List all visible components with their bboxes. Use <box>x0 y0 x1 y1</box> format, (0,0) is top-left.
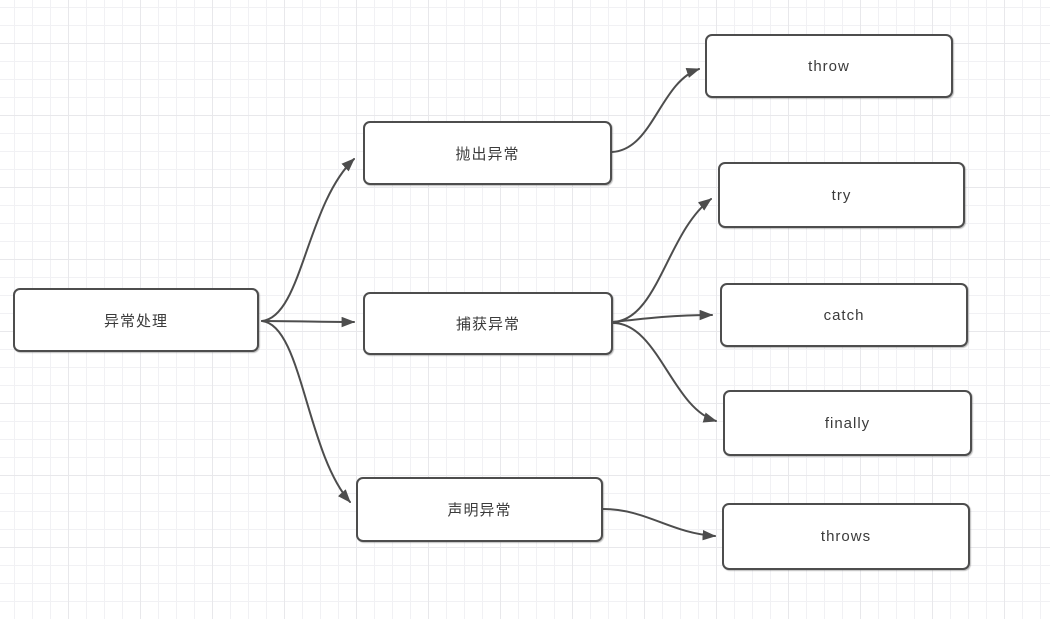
edge-root-to-throw-exception <box>261 158 355 322</box>
node-keyword-throws[interactable]: throws <box>722 503 970 570</box>
node-keyword-finally-label: finally <box>824 414 871 432</box>
node-throw-exception[interactable]: 抛出异常 <box>363 121 612 185</box>
node-keyword-try[interactable]: try <box>718 162 965 228</box>
node-declare-exception-label: 声明异常 <box>447 502 512 519</box>
node-keyword-try-label: try <box>831 186 852 204</box>
node-keyword-throw-label: throw <box>808 57 850 75</box>
node-keyword-catch-label: catch <box>823 306 865 324</box>
edge-declare-exception-to-throws <box>602 508 717 541</box>
node-catch-exception[interactable]: 捕获异常 <box>363 292 613 355</box>
node-throw-exception-label: 抛出异常 <box>455 145 520 163</box>
node-keyword-throws-label: throws <box>820 528 872 545</box>
edge-catch-exception-to-try <box>612 198 712 323</box>
node-declare-exception[interactable]: 声明异常 <box>356 477 603 542</box>
edge-throw-exception-to-throw <box>611 68 701 153</box>
edge-catch-exception-to-finally <box>612 322 718 423</box>
node-keyword-catch[interactable]: catch <box>720 283 968 347</box>
node-keyword-finally[interactable]: finally <box>723 390 972 456</box>
node-keyword-throw[interactable]: throw <box>705 34 953 98</box>
edge-root-to-catch-exception <box>261 316 356 328</box>
node-catch-exception-label: 捕获异常 <box>455 316 520 333</box>
node-exception-handling[interactable]: 异常处理 <box>13 288 259 352</box>
edge-catch-exception-to-catch <box>612 309 714 323</box>
edge-root-to-declare-exception <box>261 320 351 503</box>
node-exception-handling-label: 异常处理 <box>103 312 168 330</box>
